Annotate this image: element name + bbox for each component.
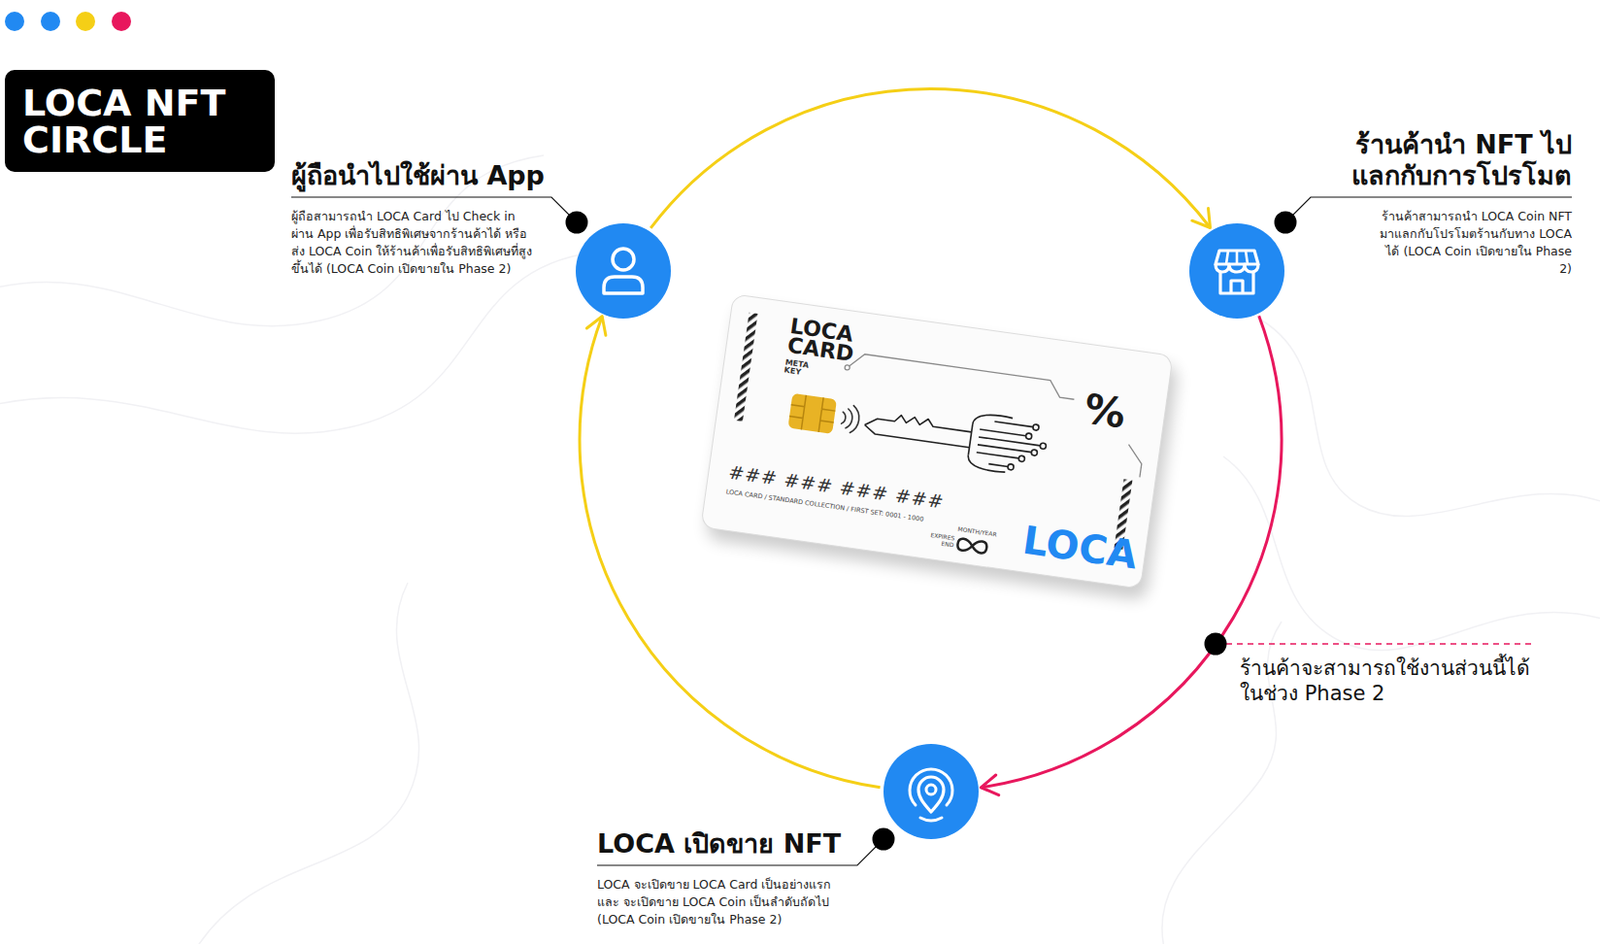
title-text: LOCA NFT CIRCLE <box>22 84 256 159</box>
shop-icon <box>1189 223 1285 319</box>
dot <box>111 11 132 32</box>
card-subtitle: META KEY <box>783 359 815 379</box>
card-expiry: EXPIRES END <box>924 530 956 548</box>
arrowhead <box>586 316 606 336</box>
dot <box>40 11 61 32</box>
circuit-frame <box>834 351 1151 477</box>
leader-dot <box>872 828 896 851</box>
key-drawing <box>861 397 1050 478</box>
window-dots <box>4 11 132 32</box>
loca-card-illustration: LOCA CARDMETA KEY%### ### ### ###LOCA CA… <box>700 293 1173 589</box>
dashed-leader <box>1215 642 1536 645</box>
icon-circle: ร้านค้านำ NFT ไปแลกกับการโปรโมตร้านค้าสา… <box>1189 223 1285 319</box>
callout-body: ร้านค้าสามารถนำ LOCA Coin NFT มาแลกกับโป… <box>1372 207 1572 278</box>
leader-dot <box>566 211 589 234</box>
title-box: LOCA NFT CIRCLE <box>4 69 275 172</box>
cycle-arc <box>650 88 1210 228</box>
icon-circle: LOCA เปิดขาย NFTLOCA จะเปิดขาย LOCA Card… <box>883 743 979 839</box>
arc-line <box>650 88 1210 228</box>
nfc-symbol <box>839 403 861 434</box>
edge-layer <box>579 88 1282 795</box>
phase-note: ร้านค้าจะสามารถใช้งานส่วนนี้ได้ ในช่วง P… <box>1239 655 1532 706</box>
leader-dot <box>1274 211 1298 234</box>
callout-heading: ร้านค้านำ NFT ไปแลกกับการโปรโมต <box>1317 129 1572 192</box>
hatch-stripe <box>733 312 758 422</box>
callout-heading: ผู้ถือนำไปใช้ผ่าน App <box>291 160 612 192</box>
callout-body: LOCA จะเปิดขาย LOCA Card เป็นอย่างแรก แล… <box>597 875 835 929</box>
topo-background <box>0 155 1600 944</box>
pin-icon <box>883 743 979 839</box>
dot <box>4 11 25 32</box>
card-expiry-format: MONTH/YEAR <box>957 525 998 538</box>
infinity-symbol <box>957 537 988 554</box>
icon-circle: ผู้ถือนำไปใช้ผ่าน Appผู้ถือสามารถนำ LOCA… <box>575 223 671 319</box>
dot <box>75 11 96 32</box>
callout-heading: LOCA เปิดขาย NFT <box>597 828 889 860</box>
leader-lines <box>291 197 1572 866</box>
card-brand: LOCA CARD <box>786 316 867 366</box>
arrowhead <box>980 774 999 796</box>
chip <box>787 393 837 434</box>
percent-sign: % <box>1081 387 1129 435</box>
callout-body: ผู้ถือสามารถนำ LOCA Card ไป Check in ผ่า… <box>291 207 536 278</box>
leader-dot <box>1204 633 1228 656</box>
arrowhead <box>1192 208 1211 229</box>
leader-dots <box>566 211 1298 851</box>
user-icon <box>575 223 671 319</box>
